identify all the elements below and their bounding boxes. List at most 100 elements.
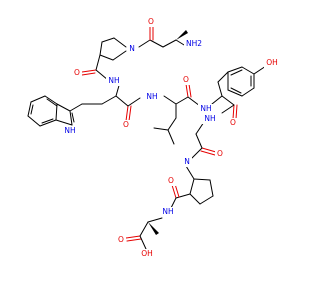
- bond: [56, 103, 71, 112]
- carboxylic-oh-label: OH: [141, 249, 153, 258]
- bond: [221, 104, 235, 114]
- bond: [99, 41, 103, 56]
- bond: [195, 133, 203, 149]
- oxygen-label: O: [123, 120, 129, 129]
- label-mask: [200, 114, 218, 124]
- tyrosine-residue: [211, 65, 267, 120]
- bond: [69, 103, 83, 112]
- bond: [149, 39, 164, 48]
- amide-nh-label: NH: [108, 76, 119, 85]
- bond: [27, 115, 41, 127]
- proline-2-ring: [169, 165, 214, 211]
- bond: [95, 54, 101, 71]
- oxygen-label: O: [183, 75, 189, 84]
- bond: [227, 66, 243, 73]
- bond: [241, 66, 255, 75]
- amide-nh-label: NH: [200, 104, 211, 113]
- carbonyl-bond: [188, 83, 192, 98]
- bond: [211, 95, 223, 105]
- bond: [175, 96, 189, 105]
- bond: [185, 165, 195, 180]
- label-mask: [184, 39, 202, 49]
- carbonyl-bond: [128, 105, 132, 122]
- label-mask: [166, 176, 176, 186]
- bond: [199, 195, 214, 205]
- bond: [30, 95, 46, 103]
- stereo-wedge: [176, 30, 188, 40]
- bond: [221, 95, 235, 106]
- carbonyl-bond: [81, 69, 97, 73]
- label-mask: [215, 149, 225, 159]
- phenol-oh-label: OH: [266, 58, 278, 67]
- bond: [27, 101, 32, 117]
- carbonyl-bond: [201, 147, 217, 153]
- bond: [147, 217, 163, 223]
- carbonyl-bond: [171, 184, 177, 199]
- amine-nh2-label: NH2: [186, 39, 202, 48]
- label-mask: [142, 92, 160, 102]
- label-mask: [127, 44, 137, 54]
- bond: [71, 112, 75, 123]
- bond: [112, 50, 127, 61]
- oxygen-label: O: [74, 68, 80, 77]
- bond: [241, 87, 255, 97]
- carbonyl-bond: [126, 238, 142, 242]
- oxygen-label: O: [148, 17, 154, 26]
- bond: [113, 37, 127, 48]
- label-mask: [121, 120, 131, 130]
- bond: [191, 147, 203, 159]
- label-mask: [72, 68, 82, 78]
- bond: [217, 71, 229, 83]
- bond: [209, 179, 214, 197]
- bond: [101, 95, 117, 105]
- bond: [55, 103, 58, 121]
- bond: [189, 193, 201, 205]
- bond: [217, 81, 223, 97]
- leucine-residue: [153, 83, 201, 145]
- bond: [163, 95, 177, 105]
- glycine-residue: [191, 121, 217, 159]
- bond: [230, 69, 243, 76]
- bond: [127, 97, 141, 107]
- alanine-2-residue: [125, 217, 163, 250]
- label-mask: [145, 17, 155, 27]
- amide-nh-label: NH: [146, 92, 157, 101]
- carbonyl-bond: [232, 104, 235, 120]
- carbonyl-bond: [235, 104, 238, 120]
- amide-nh-label: NH: [204, 114, 215, 123]
- carbonyl-bond: [125, 235, 141, 239]
- bond: [99, 54, 114, 61]
- molecule-canvas: NH2 O N O NH NH O NH O NH OH O NH O N O: [27, 17, 280, 259]
- bond: [138, 39, 151, 48]
- bond: [167, 117, 177, 131]
- acid-oxygen-label: O: [118, 235, 124, 244]
- bond: [55, 119, 73, 126]
- label-mask: [181, 75, 191, 85]
- label-mask: [116, 235, 126, 245]
- label-mask: [228, 118, 238, 128]
- amide-nh-label: NH: [162, 207, 173, 216]
- atom-labels: NH2 O N O NH NH O NH O NH OH O NH O N O: [62, 17, 280, 259]
- bond: [153, 127, 169, 131]
- bond: [44, 95, 58, 105]
- indole-nh-label: NH: [64, 126, 75, 135]
- peptide-structure-diagram: NH2 O N O NH NH O NH O NH OH O NH O N O: [27, 17, 280, 259]
- bond: [30, 104, 34, 115]
- bond: [101, 37, 115, 43]
- carbonyl-bond: [81, 72, 96, 76]
- proline-nitrogen-label: N: [184, 157, 190, 166]
- oxygen-label: O: [230, 118, 236, 127]
- carbonyl-bond: [125, 105, 129, 122]
- oxygen-label: O: [217, 149, 223, 158]
- bond: [230, 87, 242, 94]
- bond: [39, 119, 57, 127]
- label-mask: [182, 157, 192, 167]
- bond: [46, 98, 58, 107]
- carbonyl-bond: [185, 83, 189, 98]
- bond: [162, 39, 177, 48]
- oxygen-label: O: [168, 176, 174, 185]
- alanine-1-residue: [138, 26, 190, 49]
- label-mask: [106, 76, 122, 86]
- bond: [69, 110, 73, 126]
- label-mask: [160, 207, 178, 217]
